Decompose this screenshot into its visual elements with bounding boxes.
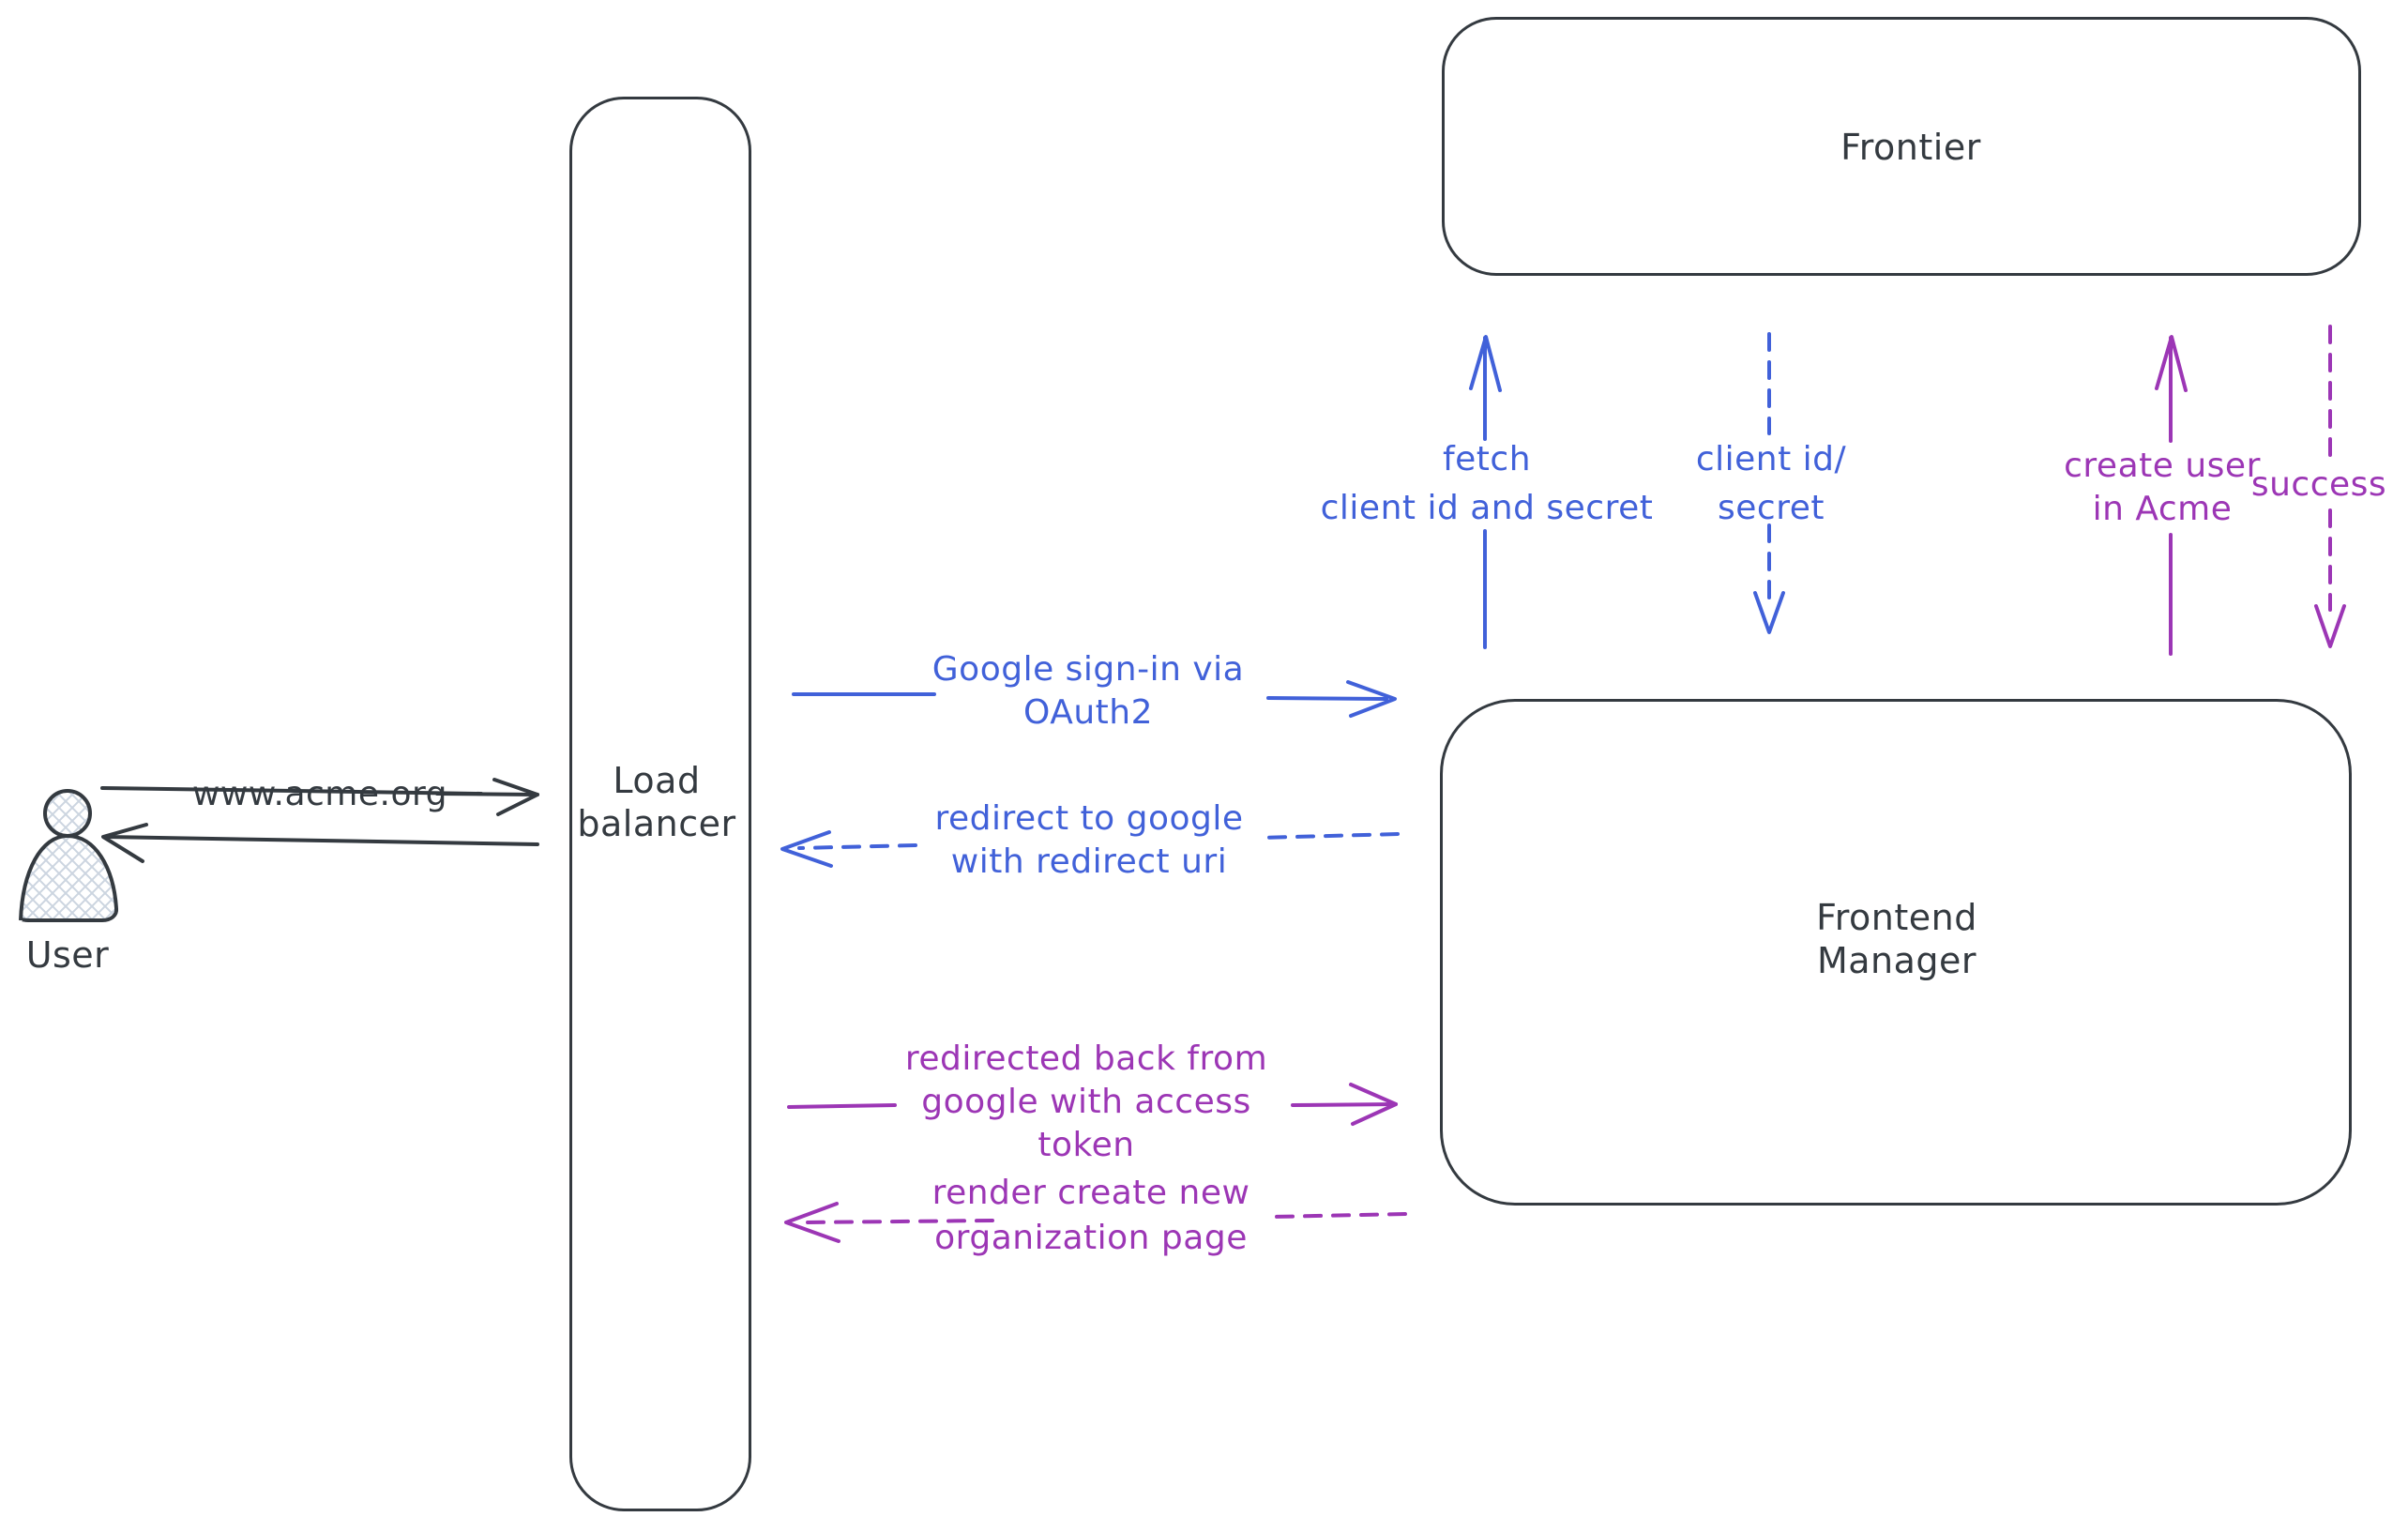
- edge-label-fetch-client: fetch client id and secret: [1320, 440, 1654, 527]
- arrow-fetch-client: [1469, 335, 1502, 649]
- arrow-www-acme: [100, 778, 539, 816]
- edge-label-google-signin: Google sign-in via OAuth2: [931, 650, 1245, 732]
- frontier-box: [1442, 17, 2361, 276]
- user-label: User: [25, 934, 110, 976]
- frontier-label: Frontier: [1840, 127, 1981, 168]
- arrow-create-user: [2155, 335, 2188, 656]
- edge-label-success: success: [2250, 465, 2387, 504]
- arrow-client-id-secret: [1753, 332, 1785, 634]
- frontend-manager-box: [1440, 699, 2352, 1206]
- edge-label-redirected-back: redirected back from google with access …: [904, 1039, 1268, 1164]
- edge-label-redirect-google: redirect to google with redirect uri: [934, 799, 1244, 881]
- edge-label-create-user: create user in Acme: [2064, 447, 2261, 528]
- load-balancer-box: [569, 97, 751, 1511]
- edge-label-client-id-secret: client id/ secret: [1695, 440, 1847, 527]
- arrow-redirected-back: [787, 1083, 1398, 1126]
- load-balancer-label: Load balancer: [577, 760, 736, 844]
- edge-label-render-page: render create new organization page: [931, 1174, 1250, 1257]
- frontend-manager-label: Frontend Manager: [1816, 897, 1977, 981]
- edge-label-www-acme: www.acme.org: [191, 775, 448, 813]
- arrow-redirect-google: [780, 830, 1400, 868]
- user-icon: [19, 789, 119, 922]
- arrow-google-signin: [792, 680, 1397, 718]
- arrow-success: [2314, 325, 2346, 648]
- arrow-lb-to-user: [101, 823, 539, 863]
- arrow-render-page: [784, 1202, 1407, 1243]
